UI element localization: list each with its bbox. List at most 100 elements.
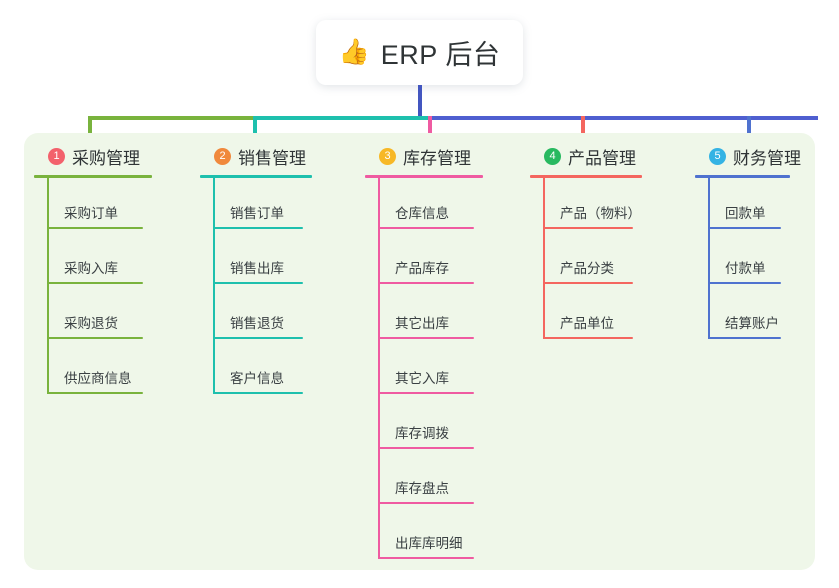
leaf-label: 供应商信息 bbox=[64, 371, 132, 386]
leaf-label: 产品（物料） bbox=[560, 206, 641, 221]
branch-header-rule bbox=[695, 175, 790, 178]
leaf-label: 其它入库 bbox=[395, 371, 449, 386]
leaf-rule bbox=[543, 282, 633, 284]
branch-leaf-list: 仓库信息产品库存其它出库其它入库库存调拨库存盘点出库库明细 bbox=[365, 178, 499, 563]
branch-spine bbox=[543, 178, 545, 339]
leaf-label: 销售订单 bbox=[230, 206, 284, 221]
branch-spine bbox=[708, 178, 710, 339]
branch-title: 销售管理 bbox=[238, 148, 306, 168]
leaf-rule bbox=[708, 227, 781, 229]
leaf-node[interactable]: 客户信息 bbox=[200, 343, 328, 398]
leaf-node[interactable]: 产品单位 bbox=[530, 288, 658, 343]
branch-index-badge: 5 bbox=[709, 147, 726, 165]
leaf-node[interactable]: 采购退货 bbox=[34, 288, 168, 343]
leaf-label: 出库库明细 bbox=[395, 536, 463, 551]
leaf-node[interactable]: 其它入库 bbox=[365, 343, 499, 398]
leaf-label: 销售出库 bbox=[230, 261, 284, 276]
branch-header-rule bbox=[34, 175, 152, 178]
drop-green bbox=[88, 116, 92, 144]
leaf-rule bbox=[47, 392, 143, 394]
leaf-node[interactable]: 采购入库 bbox=[34, 233, 168, 288]
branch-spine bbox=[47, 178, 49, 394]
leaf-label: 结算账户 bbox=[725, 316, 779, 331]
drop-blue bbox=[747, 116, 751, 144]
leaf-rule bbox=[543, 227, 633, 229]
branch-header-4[interactable]: 4 产品管理 bbox=[530, 144, 658, 168]
thumbs-up-icon: 👍 bbox=[338, 38, 370, 66]
leaf-label: 库存盘点 bbox=[395, 481, 449, 496]
leaf-rule bbox=[378, 557, 474, 559]
leaf-node[interactable]: 其它出库 bbox=[365, 288, 499, 343]
leaf-label: 采购退货 bbox=[64, 316, 118, 331]
leaf-node[interactable]: 产品（物料） bbox=[530, 178, 658, 233]
branch-column-1: 1 采购管理采购订单采购入库采购退货供应商信息 bbox=[34, 144, 168, 398]
leaf-node[interactable]: 供应商信息 bbox=[34, 343, 168, 398]
drop-teal bbox=[253, 116, 257, 144]
branch-spine bbox=[378, 178, 380, 559]
branches-board bbox=[24, 133, 815, 570]
branch-index-badge: 4 bbox=[544, 147, 561, 165]
leaf-rule bbox=[213, 337, 303, 339]
leaf-rule bbox=[378, 337, 474, 339]
leaf-label: 付款单 bbox=[725, 261, 766, 276]
branch-title: 财务管理 bbox=[733, 148, 801, 168]
leaf-label: 仓库信息 bbox=[395, 206, 449, 221]
branch-title: 产品管理 bbox=[568, 148, 636, 168]
branch-title: 采购管理 bbox=[72, 148, 140, 168]
root-title: ERP 后台 bbox=[380, 40, 501, 70]
bar-teal bbox=[253, 116, 430, 120]
leaf-label: 回款单 bbox=[725, 206, 766, 221]
leaf-node[interactable]: 销售出库 bbox=[200, 233, 328, 288]
leaf-label: 产品分类 bbox=[560, 261, 614, 276]
root-node[interactable]: 👍 ERP 后台 bbox=[316, 20, 523, 85]
leaf-rule bbox=[378, 227, 474, 229]
branch-leaf-list: 采购订单采购入库采购退货供应商信息 bbox=[34, 178, 168, 398]
leaf-rule bbox=[708, 337, 781, 339]
leaf-node[interactable]: 仓库信息 bbox=[365, 178, 499, 233]
leaf-node[interactable]: 结算账户 bbox=[695, 288, 806, 343]
leaf-rule bbox=[47, 227, 143, 229]
leaf-label: 其它出库 bbox=[395, 316, 449, 331]
leaf-rule bbox=[47, 337, 143, 339]
leaf-node[interactable]: 销售退货 bbox=[200, 288, 328, 343]
leaf-node[interactable]: 库存盘点 bbox=[365, 453, 499, 508]
leaf-node[interactable]: 出库库明细 bbox=[365, 508, 499, 563]
branch-leaf-list: 销售订单销售出库销售退货客户信息 bbox=[200, 178, 328, 398]
leaf-node[interactable]: 产品库存 bbox=[365, 233, 499, 288]
leaf-rule bbox=[378, 282, 474, 284]
branch-header-rule bbox=[530, 175, 642, 178]
leaf-rule bbox=[543, 337, 633, 339]
branch-header-5[interactable]: 5 财务管理 bbox=[695, 144, 806, 168]
leaf-rule bbox=[378, 392, 474, 394]
branch-leaf-list: 产品（物料） 产品分类产品单位 bbox=[530, 178, 658, 343]
leaf-node[interactable]: 回款单 bbox=[695, 178, 806, 233]
root-stem bbox=[418, 85, 422, 118]
leaf-rule bbox=[213, 282, 303, 284]
drop-pink bbox=[428, 116, 432, 144]
leaf-rule bbox=[708, 282, 781, 284]
leaf-node[interactable]: 库存调拨 bbox=[365, 398, 499, 453]
branch-header-2[interactable]: 2 销售管理 bbox=[200, 144, 328, 168]
leaf-label: 产品库存 bbox=[395, 261, 449, 276]
leaf-rule bbox=[213, 392, 303, 394]
leaf-rule bbox=[213, 227, 303, 229]
leaf-label: 客户信息 bbox=[230, 371, 284, 386]
branch-header-rule bbox=[365, 175, 483, 178]
leaf-node[interactable]: 采购订单 bbox=[34, 178, 168, 233]
leaf-node[interactable]: 销售订单 bbox=[200, 178, 328, 233]
bar-indigo bbox=[428, 116, 818, 120]
branch-header-rule bbox=[200, 175, 312, 178]
leaf-node[interactable]: 产品分类 bbox=[530, 233, 658, 288]
branch-index-badge: 1 bbox=[48, 147, 65, 165]
bar-green bbox=[88, 116, 255, 120]
branch-index-badge: 2 bbox=[214, 147, 231, 165]
branch-index-badge: 3 bbox=[379, 147, 396, 165]
branch-header-1[interactable]: 1 采购管理 bbox=[34, 144, 168, 168]
branch-column-5: 5 财务管理回款单付款单结算账户 bbox=[695, 144, 806, 343]
leaf-node[interactable]: 付款单 bbox=[695, 233, 806, 288]
branch-column-2: 2 销售管理销售订单销售出库销售退货客户信息 bbox=[200, 144, 328, 398]
leaf-label: 库存调拨 bbox=[395, 426, 449, 441]
